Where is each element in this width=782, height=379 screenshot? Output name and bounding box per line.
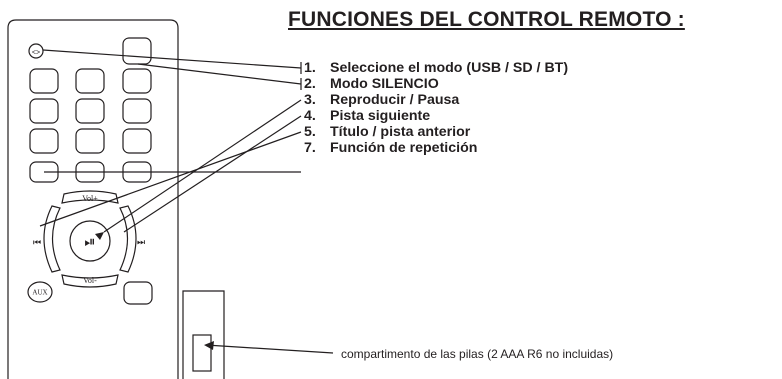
function-label: Modo SILENCIO [330, 76, 439, 92]
bottom-right-button[interactable] [123, 281, 153, 305]
function-number: 3. [304, 92, 316, 108]
function-list: 1. Seleccione el modo (USB / SD / BT) 2. M… [304, 60, 568, 156]
battery-caption: compartimento de las pilas (2 AAA R6 no … [341, 347, 614, 361]
callout-line-3 [103, 99, 302, 233]
vol-up-label: Vol+ [82, 194, 98, 203]
vol-down-button[interactable] [61, 274, 119, 288]
play-pause-button[interactable] [69, 220, 111, 262]
function-item-1: 1. Seleccione el modo (USB / SD / BT) [304, 60, 568, 76]
button-r1c3[interactable] [122, 68, 152, 94]
button-r3c2[interactable] [75, 128, 105, 154]
callout-line-5 [39, 131, 302, 227]
battery-slot [192, 334, 212, 372]
next-button[interactable] [119, 205, 137, 273]
function-item-3: 3. Reproducir / Pausa [304, 92, 568, 108]
button-r1c2[interactable] [75, 68, 105, 94]
button-r3c3[interactable] [122, 128, 152, 154]
callout-line-2 [137, 63, 302, 85]
function-number: 4. [304, 108, 316, 124]
play-pause-icon: ⏯ [84, 234, 95, 250]
button-r2c1[interactable] [29, 98, 59, 124]
function-label: Reproducir / Pausa [330, 92, 460, 108]
button-r2c3[interactable] [122, 98, 152, 124]
aux-label: AUX [32, 289, 47, 297]
function-number: 2. [304, 76, 316, 92]
function-item-4: 4. Pista siguiente [304, 108, 568, 124]
function-item-2: 2. Modo SILENCIO [304, 76, 568, 92]
remote-body [7, 19, 179, 379]
function-number: 7. [304, 140, 316, 156]
arrowhead-battery [204, 341, 214, 350]
function-item-5: 5. Título / pista anterior [304, 124, 568, 140]
button-r1c1[interactable] [29, 68, 59, 94]
button-r3c1[interactable] [29, 128, 59, 154]
aux-button[interactable] [27, 281, 53, 303]
mode-switch-icon: <> [32, 50, 40, 57]
previous-track-icon: ⏮ [33, 238, 41, 248]
function-item-7: 7. Función de repetición [304, 140, 568, 156]
vol-down-label: Vol- [83, 276, 97, 285]
function-number: 1. [304, 60, 316, 76]
prev-button[interactable] [43, 205, 61, 273]
battery-compartment [182, 290, 225, 379]
mode-button[interactable] [28, 43, 44, 59]
page-title: FUNCIONES DEL CONTROL REMOTO : [288, 8, 685, 31]
function-number: 5. [304, 124, 316, 140]
function-label: Seleccione el modo (USB / SD / BT) [330, 60, 569, 76]
button-r2c2[interactable] [75, 98, 105, 124]
mute-button[interactable] [122, 37, 152, 65]
callout-line-1 [42, 49, 302, 69]
arrowhead-play [95, 232, 104, 240]
function-label: Función de repetición [330, 140, 478, 156]
function-label: Título / pista anterior [330, 124, 471, 140]
battery-pointer-line [205, 344, 334, 354]
function-label: Pista siguiente [330, 108, 431, 124]
callout-line-4 [123, 115, 302, 233]
next-track-icon: ⏭ [137, 238, 145, 248]
vol-up-button[interactable] [61, 190, 119, 204]
